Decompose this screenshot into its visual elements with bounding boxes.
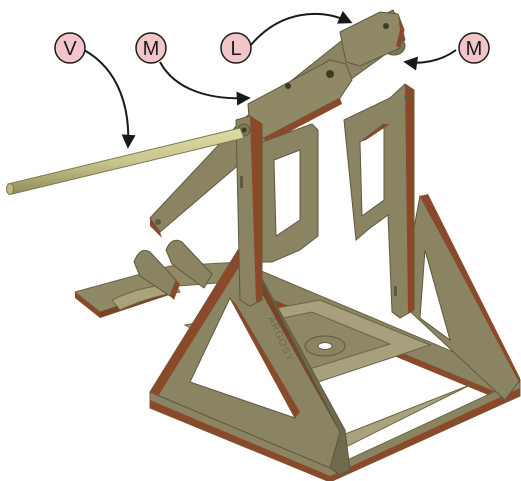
arrow-m2 xyxy=(406,50,456,63)
arrow-l xyxy=(250,14,350,46)
callout-v: V xyxy=(55,33,85,63)
arrow-m1 xyxy=(160,62,248,98)
callout-m-right-label: M xyxy=(466,38,483,60)
callout-l-label: L xyxy=(230,38,241,60)
callout-v-label: V xyxy=(63,38,77,60)
arrow-v xyxy=(84,50,128,146)
right-upright xyxy=(344,84,414,318)
callout-m-left: M xyxy=(136,33,166,63)
callout-m-left-label: M xyxy=(143,38,160,60)
arm-top-blocks xyxy=(340,12,404,66)
callout-l: L xyxy=(221,33,251,63)
callout-m-right: M xyxy=(459,33,489,63)
